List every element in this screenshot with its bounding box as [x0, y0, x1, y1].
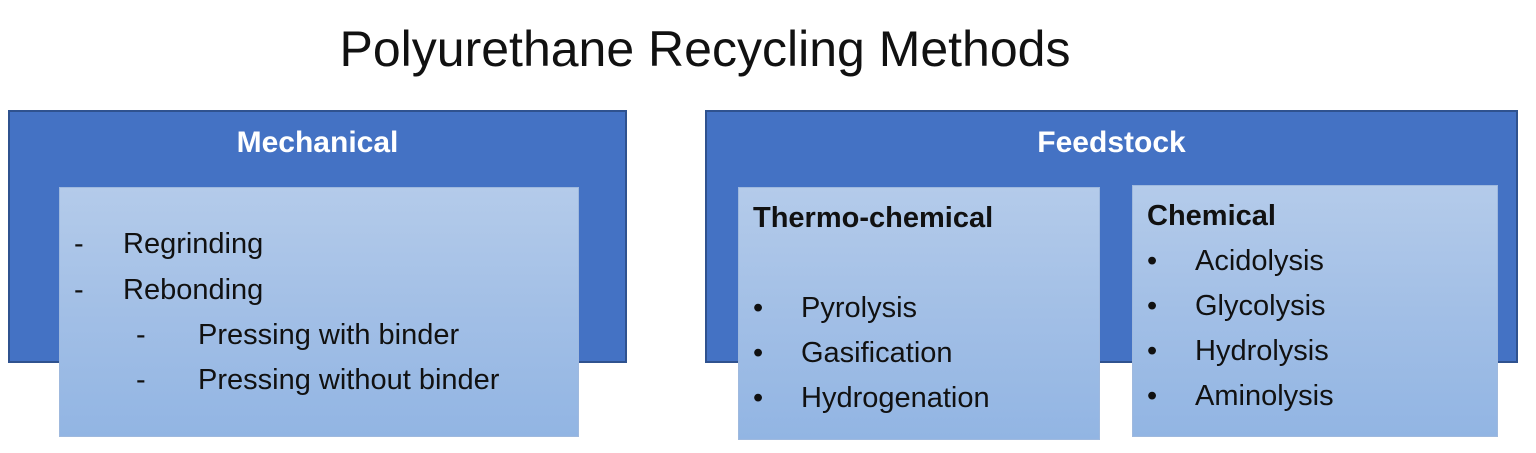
method-pressing-without-binder: Pressing without binder [198, 364, 500, 396]
thermo-chemical-box: Thermo-chemical • Pyrolysis • Gasificati… [738, 187, 1100, 440]
method-acidolysis: Acidolysis [1195, 245, 1324, 277]
dash-marker: - [136, 364, 146, 396]
method-pyrolysis: Pyrolysis [801, 292, 918, 324]
diagram-title: Polyurethane Recycling Methods [339, 21, 1071, 77]
bullet-marker: • [753, 382, 764, 414]
chemical-title: Chemical [1147, 200, 1276, 232]
method-aminolysis: Aminolysis [1195, 380, 1334, 412]
dash-marker: - [136, 319, 146, 351]
method-hydrogenation: Hydrogenation [801, 382, 990, 414]
method-gasification: Gasification [801, 337, 953, 369]
bullet-marker: • [1147, 380, 1158, 412]
bullet-marker: • [1147, 335, 1158, 367]
mechanical-methods-box: - Regrinding - Rebonding - Pressing with… [59, 187, 579, 437]
bullet-marker: • [1147, 290, 1158, 322]
thermo-chemical-title: Thermo-chemical [753, 202, 994, 234]
feedstock-label: Feedstock [1037, 126, 1186, 159]
method-glycolysis: Glycolysis [1195, 290, 1326, 322]
dash-marker: - [74, 274, 84, 306]
dash-marker: - [74, 228, 84, 260]
bullet-marker: • [753, 337, 764, 369]
method-rebonding: Rebonding [123, 274, 264, 306]
chemical-box: Chemical • Acidolysis • Glycolysis • Hyd… [1132, 185, 1498, 437]
bullet-marker: • [1147, 245, 1158, 277]
method-hydrolysis: Hydrolysis [1195, 335, 1329, 367]
method-regrinding: Regrinding [123, 228, 264, 260]
mechanical-label: Mechanical [236, 126, 399, 159]
method-pressing-with-binder: Pressing with binder [198, 319, 460, 351]
bullet-marker: • [753, 292, 764, 324]
